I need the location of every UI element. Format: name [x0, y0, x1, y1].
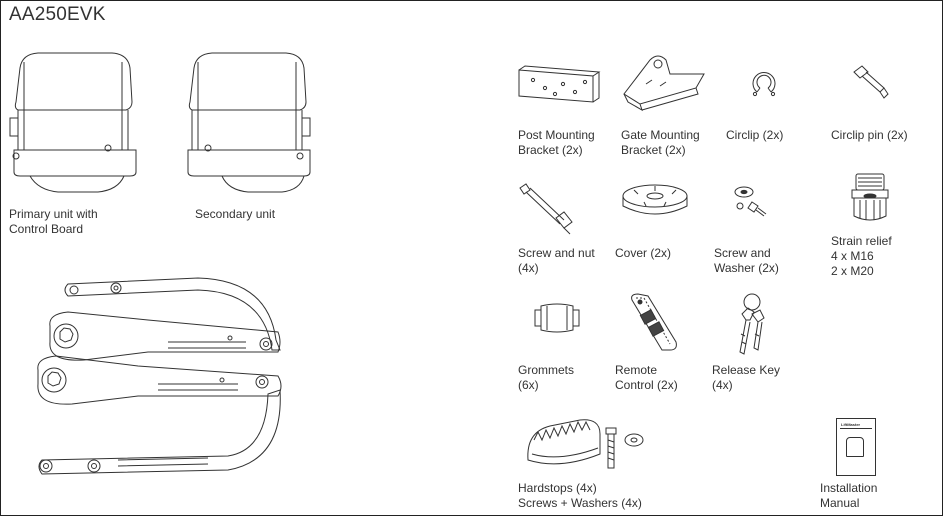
- gate-mounting-bracket-label-line1: Gate Mounting: [621, 128, 700, 142]
- strain-relief-label-line3: 2 x M20: [831, 264, 874, 278]
- gate-arms-illustration: [28, 270, 298, 490]
- screw-and-washer-label-line1: Screw and: [714, 246, 771, 260]
- screw-and-washer-icon: [730, 184, 770, 220]
- hardstops-label-line1: Hardstops (4x): [518, 481, 597, 495]
- release-key-icon: [732, 292, 768, 358]
- hardstops-illustration: [520, 414, 650, 476]
- release-key-label: Release Key (4x): [712, 363, 780, 393]
- strain-relief-label-line1: Strain relief: [831, 234, 892, 248]
- gate-mounting-bracket-label: Gate Mounting Bracket (2x): [621, 128, 700, 158]
- post-mounting-bracket-label-line2: Bracket (2x): [518, 143, 583, 157]
- post-mounting-bracket-label: Post Mounting Bracket (2x): [518, 128, 595, 158]
- screw-and-nut-label: Screw and nut (4x): [518, 246, 595, 276]
- hardstops-label: Hardstops (4x) Screws + Washers (4x): [518, 481, 642, 511]
- screw-and-nut-label-line2: (4x): [518, 261, 539, 275]
- gate-mounting-bracket-label-line2: Bracket (2x): [621, 143, 686, 157]
- release-key-label-line2: (4x): [712, 378, 733, 392]
- manual-cover-text: LiftMaster: [841, 422, 861, 427]
- circlip-pin-icon: [850, 64, 892, 102]
- cover-label: Cover (2x): [615, 246, 671, 261]
- strain-relief-label-line2: 4 x M16: [831, 249, 874, 263]
- grommets-label-line1: Grommets: [518, 363, 575, 377]
- release-key-label-line1: Release Key: [712, 363, 781, 377]
- circlip-label: Circlip (2x): [726, 128, 783, 143]
- post-mounting-bracket-illustration: [515, 62, 605, 112]
- grommet-icon: [533, 302, 581, 334]
- installation-manual-label-line2: Manual: [820, 496, 860, 510]
- grommets-label-line2: (6x): [518, 378, 539, 392]
- circlip-label-line1: Circlip (2x): [726, 128, 784, 142]
- gate-mounting-bracket-illustration: [620, 52, 710, 114]
- screw-and-washer-label: Screw and Washer (2x): [714, 246, 779, 276]
- circlip-icon: [749, 70, 779, 98]
- remote-control-label: Remote Control (2x): [615, 363, 678, 393]
- grommets-label: Grommets (6x): [518, 363, 574, 393]
- strain-relief-label: Strain relief 4 x M16 2 x M20: [831, 234, 892, 279]
- remote-control-label-line2: Control (2x): [615, 378, 678, 392]
- circlip-pin-label: Circlip pin (2x): [831, 128, 908, 143]
- screw-and-washer-label-line2: Washer (2x): [714, 261, 779, 275]
- strain-relief-illustration: [848, 172, 892, 232]
- manual-cover-image: [846, 437, 864, 457]
- hardstops-label-line2: Screws + Washers (4x): [518, 496, 642, 510]
- primary-unit-label-line1: Primary unit with: [9, 207, 98, 221]
- screw-and-nut-label-line1: Screw and nut: [518, 246, 595, 260]
- installation-manual-illustration: LiftMaster: [836, 418, 876, 476]
- remote-control-illustration: [628, 292, 680, 354]
- secondary-unit-label-line1: Secondary unit: [195, 207, 276, 221]
- primary-unit-label-line2: Control Board: [9, 222, 84, 236]
- primary-unit-label: Primary unit with Control Board: [9, 207, 98, 237]
- page-title: AA250EVK: [9, 4, 106, 25]
- remote-control-label-line1: Remote: [615, 363, 658, 377]
- installation-manual-label: Installation Manual: [820, 481, 877, 511]
- post-mounting-bracket-label-line1: Post Mounting: [518, 128, 595, 142]
- installation-manual-label-line1: Installation: [820, 481, 878, 495]
- cover-illustration: [620, 182, 690, 222]
- secondary-unit-illustration: [182, 50, 312, 200]
- secondary-unit-label: Secondary unit: [195, 207, 275, 222]
- circlip-pin-label-line1: Circlip pin (2x): [831, 128, 908, 142]
- cover-label-line1: Cover (2x): [615, 246, 672, 260]
- screw-and-nut-illustration: [518, 182, 578, 238]
- primary-unit-illustration: [8, 50, 138, 200]
